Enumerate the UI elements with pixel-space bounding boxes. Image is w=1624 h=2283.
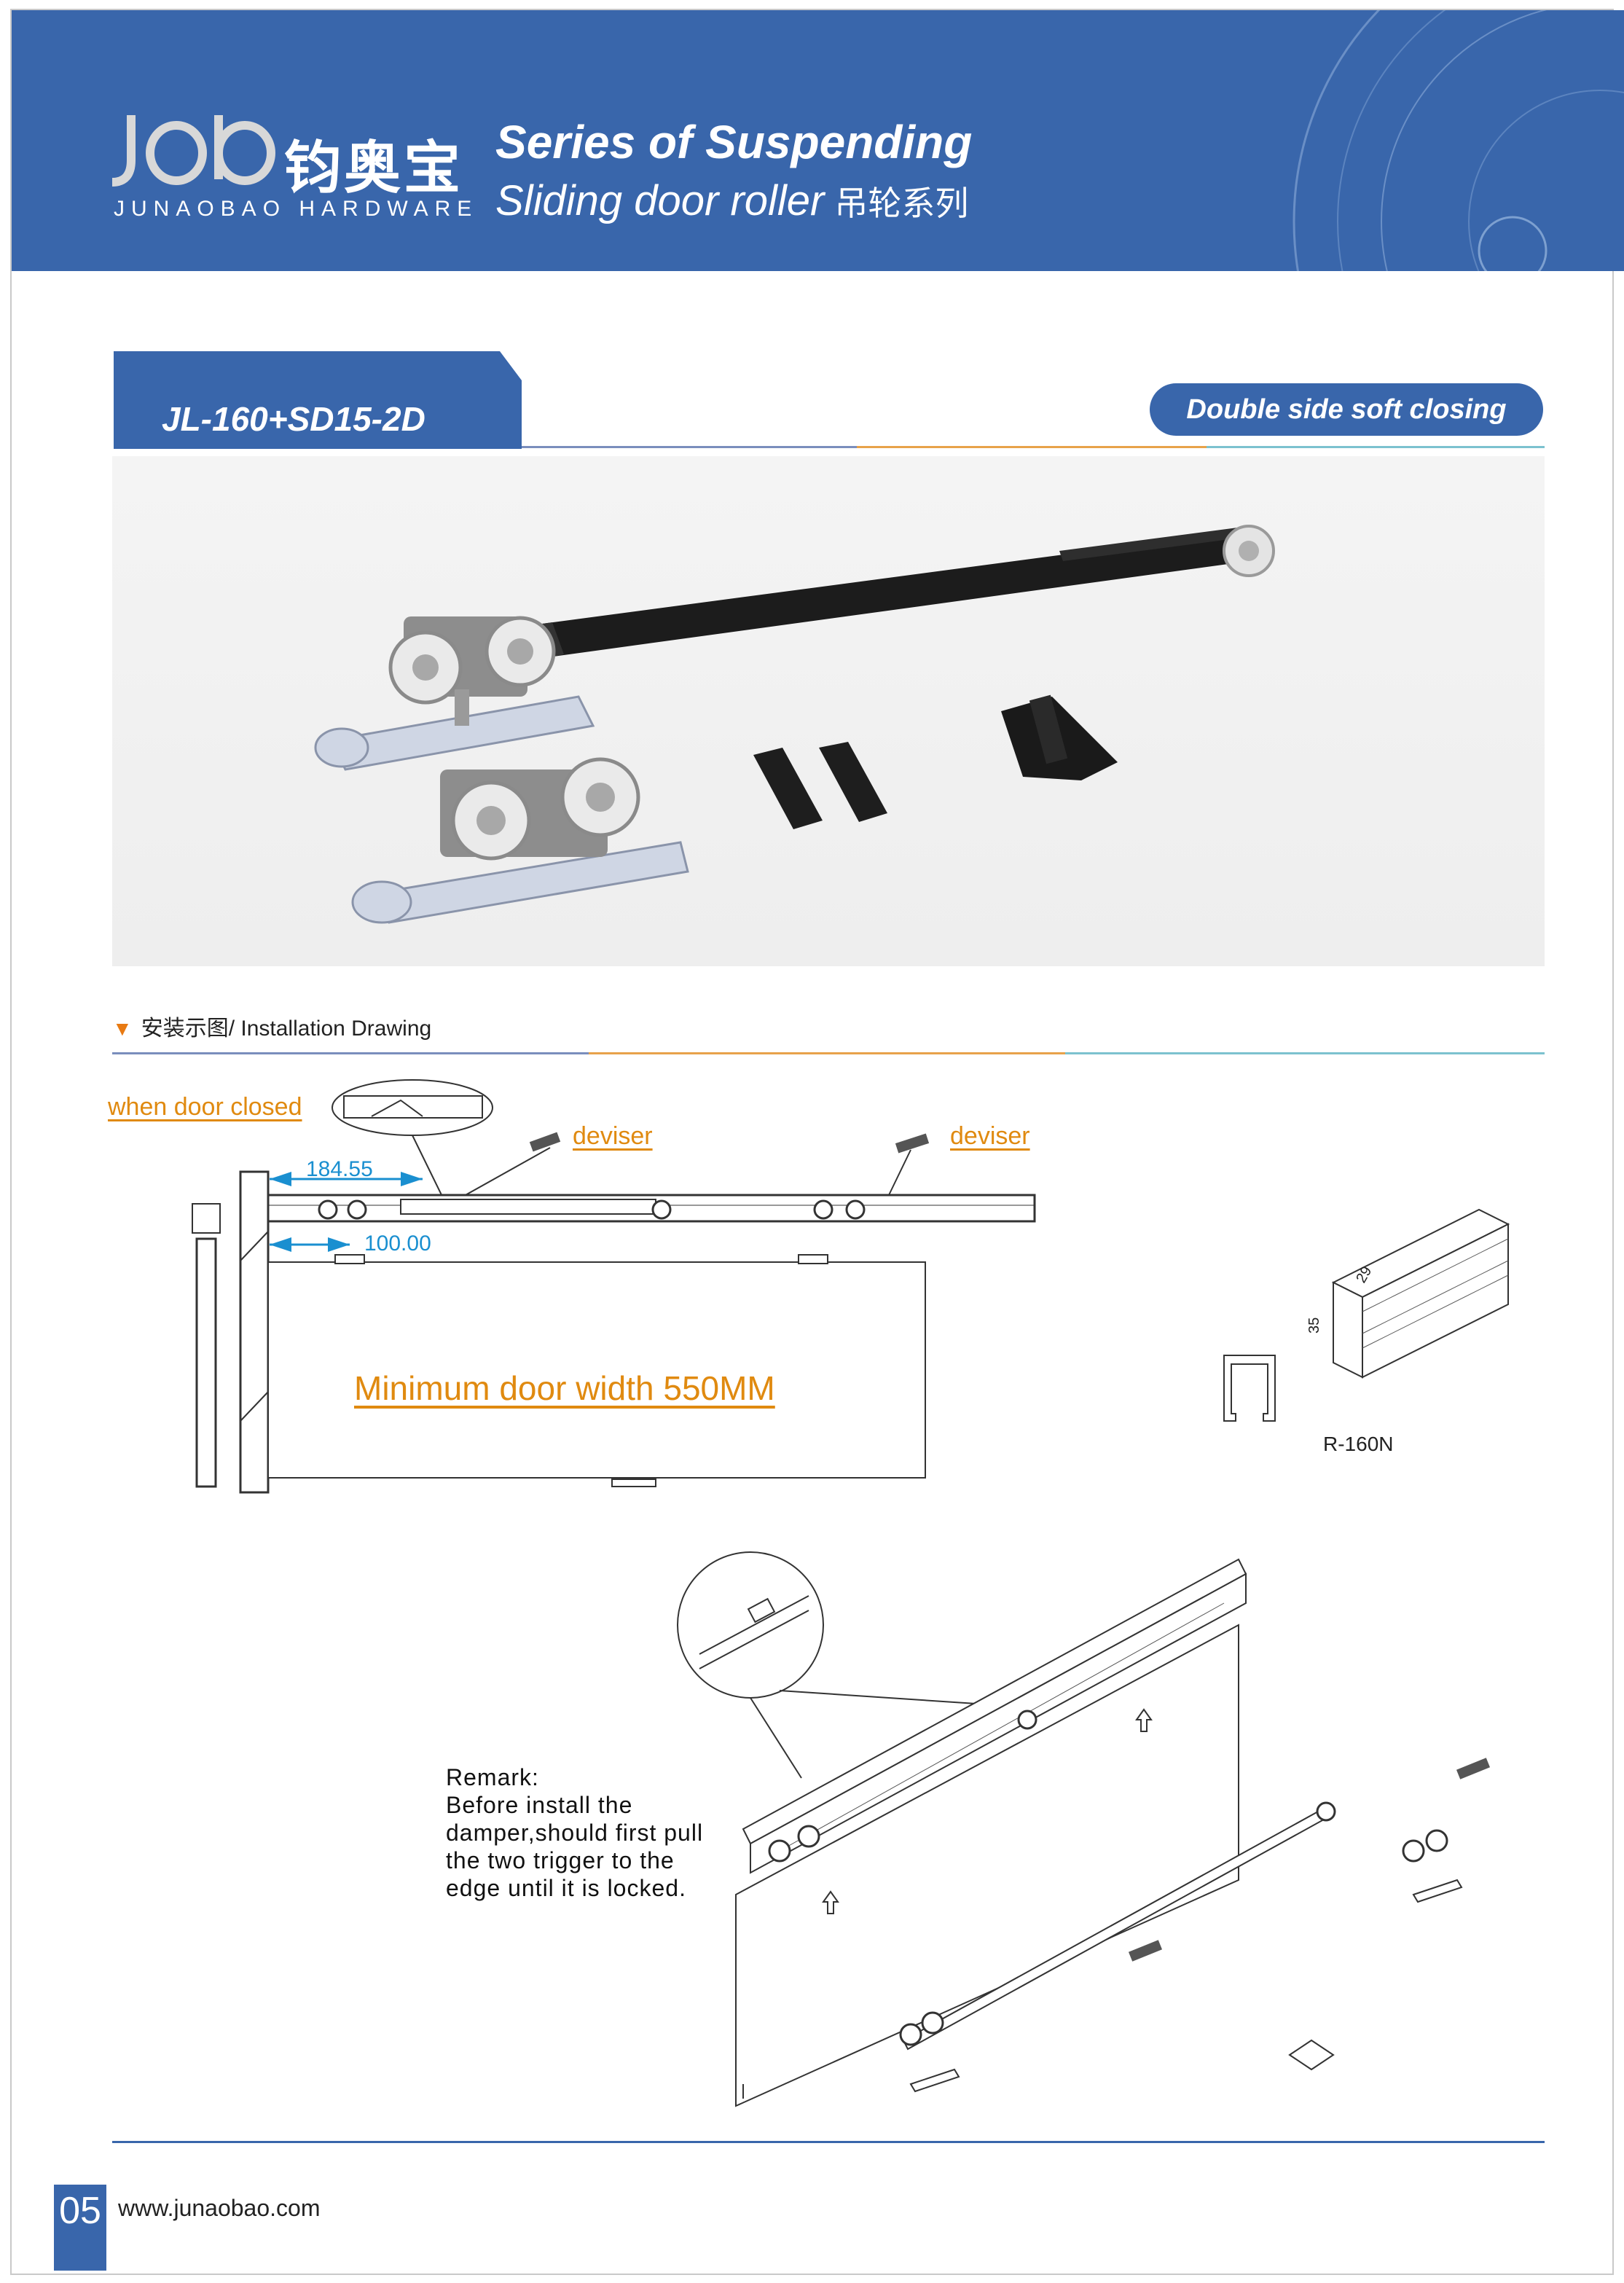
- series-title: Series of Suspending: [495, 116, 973, 168]
- track-roller: [813, 1199, 833, 1220]
- product-photo: [112, 456, 1545, 966]
- isometric-assembly-drawing: [677, 1551, 1491, 2107]
- stopper-block: [753, 748, 823, 829]
- brand-name-cn: 钧奥宝: [284, 136, 464, 201]
- page-number: 05: [54, 2185, 106, 2271]
- divider-section-teal: [1065, 1052, 1545, 1054]
- when-door-closed-label: when door closed: [108, 1093, 302, 1121]
- track-profile-drawing: 35 29: [1223, 1208, 1510, 1422]
- roller-carriage-bottom: [351, 757, 689, 924]
- track-roller: [845, 1199, 866, 1220]
- profile-height-label: 35: [1306, 1317, 1322, 1334]
- product-illustration: [314, 525, 1275, 924]
- roller-wheel: [1239, 541, 1259, 561]
- divider-section: [112, 1052, 589, 1054]
- deviser-label-left: deviser: [573, 1122, 653, 1150]
- track-roller: [651, 1199, 672, 1220]
- remark-title: Remark:: [446, 1764, 539, 1790]
- track-roller: [318, 1199, 338, 1220]
- divider-top: [522, 446, 857, 448]
- divider-top-teal: [1207, 446, 1545, 448]
- remark-block: Remark: Before install the damper,should…: [446, 1763, 708, 1902]
- section-title-en: / Installation Drawing: [228, 1017, 432, 1041]
- model-tab-shape: [114, 351, 522, 449]
- header-decor-arcs: [1292, 10, 1624, 271]
- deviser-label-right: deviser: [950, 1122, 1030, 1150]
- website-link[interactable]: www.junaobao.com: [118, 2195, 321, 2221]
- series-subtitle-cn: 吊轮系列: [834, 184, 969, 223]
- min-door-width-label: Minimum door width 550MM: [354, 1369, 775, 1407]
- section-title: ▼安装示图/ Installation Drawing: [112, 1016, 432, 1041]
- remark-text: Before install the damper,should first p…: [446, 1792, 704, 1901]
- model-number: JL-160+SD15-2D: [162, 400, 425, 438]
- track-roller: [347, 1199, 367, 1220]
- section-title-cn: 安装示图: [141, 1016, 229, 1041]
- brand-name-en: JUNAOBAO HARDWARE: [114, 197, 479, 221]
- page-frame: [10, 9, 1614, 2275]
- divider-section-orange: [589, 1052, 1065, 1054]
- dimension-184: 184.55: [306, 1157, 373, 1181]
- series-subtitle-en: Sliding door roller: [495, 177, 825, 224]
- front-view-drawing: [192, 1079, 1036, 1494]
- stopper-block: [819, 742, 887, 822]
- divider-top-orange: [857, 446, 1207, 448]
- header-banner: [12, 10, 1624, 271]
- roller-carriage-top: [314, 616, 595, 771]
- dimension-100: 100.00: [364, 1231, 431, 1256]
- profile-name: R-160N: [1323, 1433, 1394, 1455]
- damper-bar: [542, 526, 1271, 657]
- feature-badge: Double side soft closing: [1150, 383, 1543, 436]
- brand-logo-icon: [111, 115, 275, 187]
- divider-footer: [112, 2141, 1545, 2143]
